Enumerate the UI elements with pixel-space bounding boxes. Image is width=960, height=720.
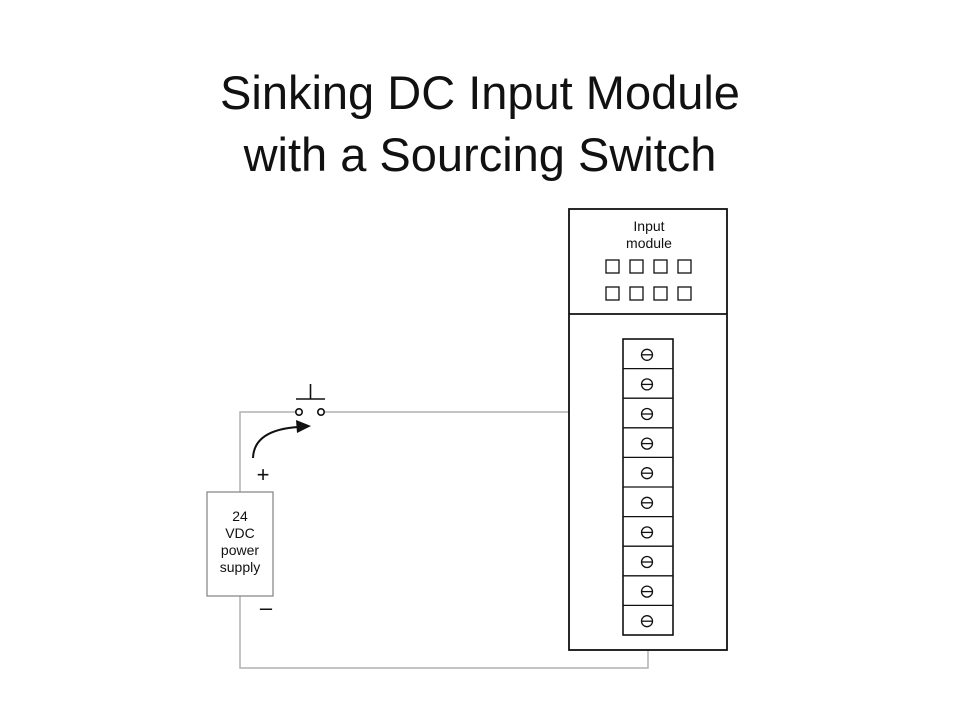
power-supply-line-1: 24 <box>232 508 248 524</box>
input-module: Input module <box>568 208 728 651</box>
screw-terminal-icon <box>640 378 654 391</box>
indicator-light-icon <box>653 259 668 274</box>
indicator-light-icon <box>605 286 620 301</box>
current-flow-arrow-icon <box>252 420 311 459</box>
indicator-light-icon <box>629 286 644 301</box>
screw-terminal-icon <box>640 348 654 361</box>
page-title: Sinking DC Input Module with a Sourcing … <box>0 62 960 186</box>
screw-terminal-icon <box>640 615 654 628</box>
title-line-1: Sinking DC Input Module <box>220 66 740 119</box>
indicator-light-icon <box>629 259 644 274</box>
arrowhead <box>296 420 311 433</box>
input-module-label-line-1: Input <box>633 218 664 234</box>
switch-contact-left <box>294 407 303 416</box>
indicator-light-icon <box>605 259 620 274</box>
indicator-light-icon <box>677 259 692 274</box>
screw-terminal-icon <box>640 496 654 509</box>
screw-terminal-icon <box>640 467 654 480</box>
power-supply-box <box>206 491 274 597</box>
pushbutton-switch-icon <box>294 384 325 416</box>
input-module-label-line-2: module <box>626 235 672 251</box>
screw-terminal-icon <box>640 526 654 539</box>
plus-label: + <box>257 462 270 487</box>
switch-contact-right <box>316 407 325 416</box>
arrow-curve <box>252 426 299 459</box>
power-supply-line-2: VDC <box>225 525 255 541</box>
title-line-2: with a Sourcing Switch <box>243 128 717 181</box>
wire-supply-plus-to-switch <box>239 411 297 492</box>
power-supply-line-4: supply <box>220 559 260 575</box>
status-indicators <box>605 259 692 301</box>
power-supply-line-3: power <box>221 542 259 558</box>
screw-terminal-icon <box>640 437 654 450</box>
screw-terminal-icon <box>640 407 654 421</box>
minus-label: – <box>260 595 273 620</box>
terminal-strip <box>622 338 674 636</box>
power-supply: 24 VDC power supply <box>206 491 274 597</box>
screw-terminal-icon <box>640 585 654 598</box>
indicator-light-icon <box>677 286 692 301</box>
indicator-light-icon <box>653 286 668 301</box>
screw-terminal-icon <box>640 555 654 569</box>
